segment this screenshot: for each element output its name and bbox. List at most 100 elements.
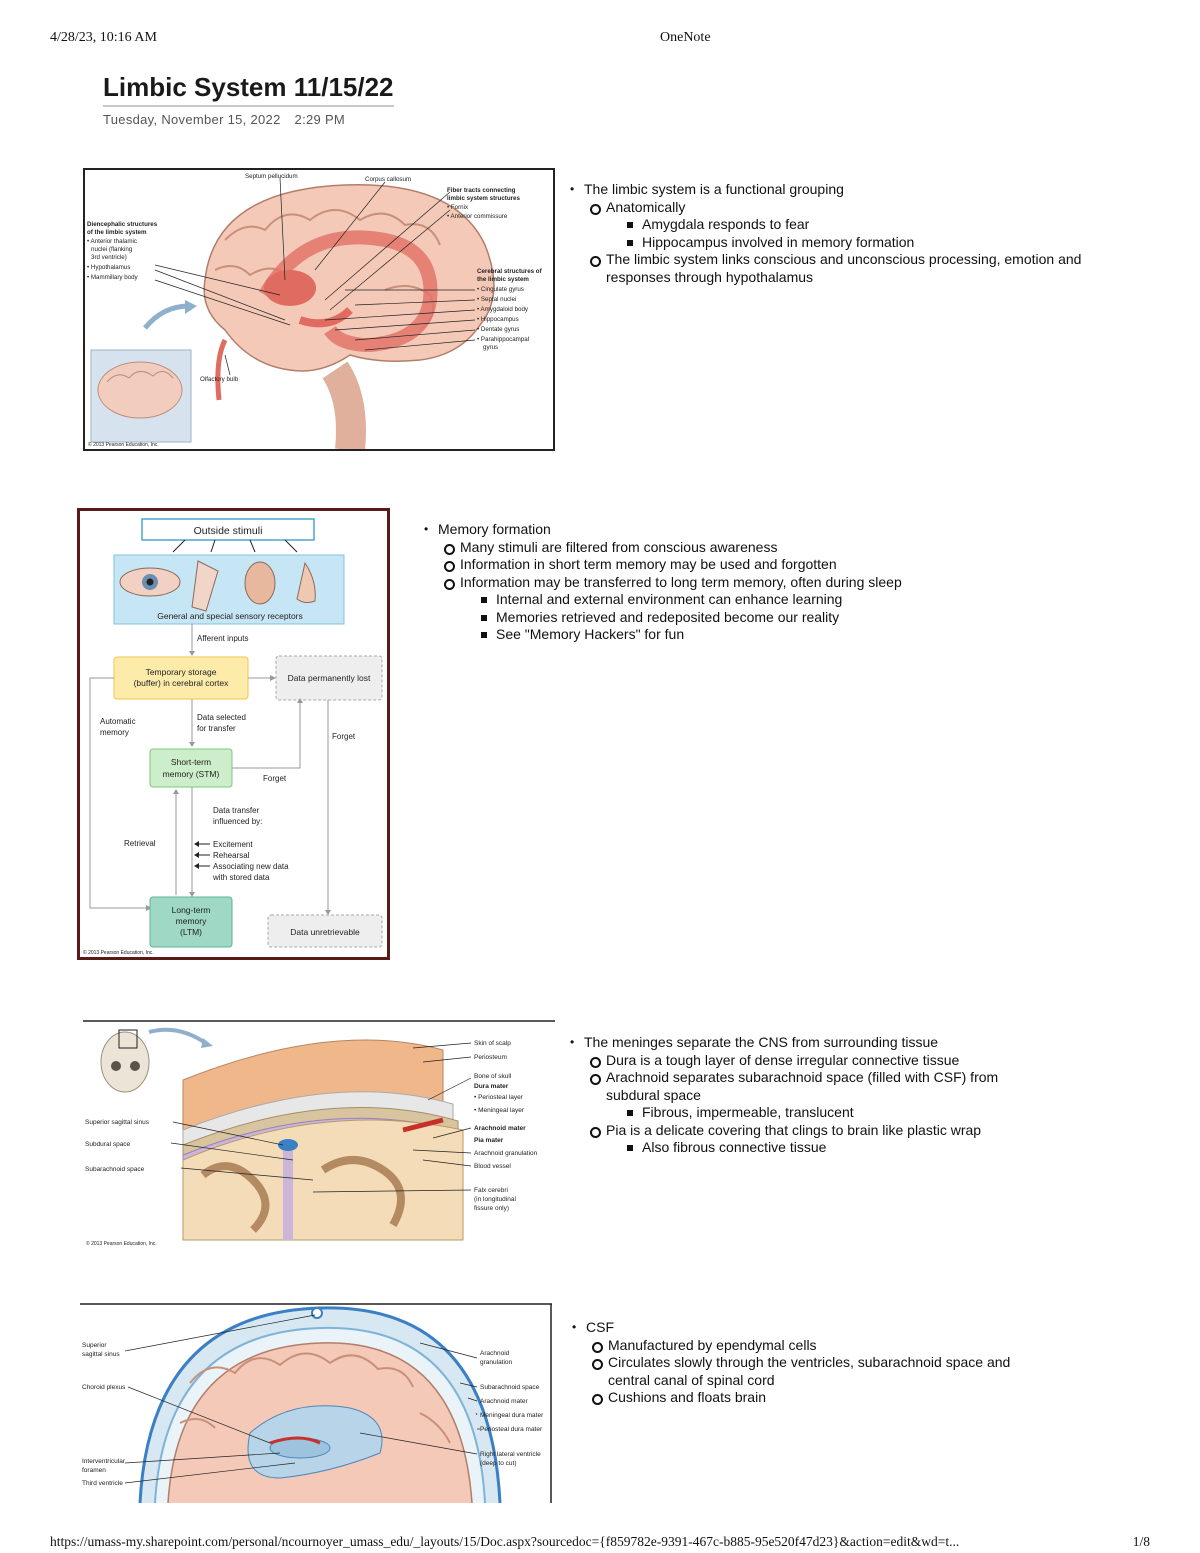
fc-factor: with stored data bbox=[212, 873, 270, 882]
fig3-label: • Periosteal layer bbox=[474, 1094, 524, 1101]
fc-retrieval: Retrieval bbox=[124, 839, 156, 848]
memory-processing-figure: Outside stimuli General and special sens… bbox=[77, 508, 390, 960]
page-title[interactable]: Limbic System 11/15/22 bbox=[103, 72, 394, 107]
fig3-copyright: © 2013 Pearson Education, Inc. bbox=[86, 1240, 157, 1247]
note-sub-bullet: Manufactured by ependymal cells bbox=[590, 1337, 1132, 1355]
note-sub-bullet: Information in short term memory may be … bbox=[442, 556, 1124, 574]
fig4-label: Arachnoid mater bbox=[480, 1398, 529, 1405]
fig4-label: (deep to cut) bbox=[480, 1460, 517, 1467]
fc-data-selected: Data selected bbox=[197, 713, 246, 722]
notes-csf[interactable]: CSF Manufactured by ependymal cells Circ… bbox=[572, 1319, 1132, 1407]
fig3-label: Arachnoid mater bbox=[474, 1125, 526, 1132]
note-bullet: CSF bbox=[572, 1319, 1132, 1337]
fig1-label: the limbic system bbox=[477, 276, 529, 283]
note-bullet: The meninges separate the CNS from surro… bbox=[570, 1034, 1130, 1052]
fig1-label: • Anterior commissure bbox=[447, 213, 508, 220]
fc-ltm: Long-term bbox=[172, 905, 211, 915]
note-sub-sub-bullet: Memories retrieved and redeposited becom… bbox=[478, 609, 1124, 627]
note-sub-sub-bullet: Amygdala responds to fear bbox=[624, 216, 1130, 234]
fig1-copyright: © 2013 Pearson Education, Inc. bbox=[88, 441, 159, 448]
fc-stm: Short-term bbox=[171, 757, 211, 767]
fc-receptors: General and special sensory receptors bbox=[157, 611, 303, 621]
fig1-label: • Hypothalamus bbox=[87, 264, 130, 271]
fig4-label: Arachnoid bbox=[480, 1350, 510, 1357]
fig3-label: Superior sagittal sinus bbox=[85, 1119, 150, 1126]
fc-afferent: Afferent inputs bbox=[197, 634, 248, 643]
fc-data-transfer: influenced by: bbox=[213, 817, 262, 826]
memory-flowchart: Outside stimuli General and special sens… bbox=[80, 511, 387, 957]
fig4-label: Third ventricle bbox=[82, 1480, 123, 1487]
fig1-label: • Amygdaloid body bbox=[477, 306, 529, 313]
fig1-label: Diencephalic structures bbox=[87, 221, 158, 228]
limbic-brain-illustration: Septum pellucidum Corpus callosum Fiber … bbox=[85, 170, 553, 449]
note-sub-bullet: Arachnoid separates subarachnoid space (… bbox=[588, 1069, 1028, 1104]
fig4-label: foramen bbox=[82, 1467, 106, 1474]
fig3-label: Skin of scalp bbox=[474, 1040, 511, 1047]
note-bullet: The limbic system is a functional groupi… bbox=[570, 181, 1130, 199]
csf-figure: Superior sagittal sinus Choroid plexus I… bbox=[80, 1303, 552, 1503]
meninges-figure: Skin of scalp Periosteum Bone of skull D… bbox=[83, 1020, 555, 1250]
meninges-illustration: Skin of scalp Periosteum Bone of skull D… bbox=[83, 1020, 555, 1250]
page-date-day: Tuesday, November 15, 2022 bbox=[103, 112, 281, 127]
page-date-time: 2:29 PM bbox=[294, 112, 346, 127]
fig1-label: 3rd ventricle) bbox=[91, 254, 127, 261]
fig3-label: Periosteum bbox=[474, 1054, 507, 1061]
fig1-label: Cerebral structures of bbox=[477, 268, 543, 275]
fig3-label: Subarachnoid space bbox=[85, 1166, 145, 1173]
fc-automatic-memory: Automatic bbox=[100, 717, 136, 726]
fig1-label: • Fornix bbox=[447, 204, 469, 211]
fig1-label: • Hippocampus bbox=[477, 316, 519, 323]
fig3-label: • Meningeal layer bbox=[474, 1107, 525, 1114]
fig1-label: • Mammillary body bbox=[87, 274, 139, 281]
fig1-label: gyrus bbox=[483, 344, 498, 351]
note-sub-bullet: Circulates slowly through the ventricles… bbox=[590, 1354, 1030, 1389]
csf-illustration: Superior sagittal sinus Choroid plexus I… bbox=[80, 1303, 552, 1503]
note-bullet: Memory formation bbox=[424, 521, 1124, 539]
page-url[interactable]: https://umass-my.sharepoint.com/personal… bbox=[50, 1534, 960, 1549]
fig4-label: Right lateral ventricle bbox=[480, 1451, 541, 1458]
fig1-label: Fiber tracts connecting bbox=[447, 187, 516, 194]
fig1-label: nuclei (flanking bbox=[91, 246, 133, 253]
notes-memory[interactable]: Memory formation Many stimuli are filter… bbox=[424, 521, 1124, 644]
note-sub-sub-bullet: Internal and external environment can en… bbox=[478, 591, 1124, 609]
print-app-name: OneNote bbox=[660, 30, 711, 45]
fc-temp-storage: Temporary storage bbox=[146, 667, 217, 677]
fig4-label: Superior bbox=[82, 1342, 107, 1349]
note-sub-sub-bullet: Fibrous, impermeable, translucent bbox=[624, 1104, 1130, 1122]
limbic-system-figure: Septum pellucidum Corpus callosum Fiber … bbox=[83, 168, 555, 451]
page-number: 1/8 bbox=[1132, 1534, 1150, 1549]
fc-data-transfer: Data transfer bbox=[213, 806, 260, 815]
fig1-label: Corpus callosum bbox=[365, 176, 411, 183]
fc-data-lost: Data permanently lost bbox=[288, 673, 371, 683]
fc-factor: Rehearsal bbox=[213, 851, 250, 860]
fig4-label: Subarachnoid space bbox=[480, 1384, 540, 1391]
note-sub-bullet: The limbic system links conscious and un… bbox=[588, 251, 1088, 286]
fig3-label: Dura mater bbox=[474, 1083, 509, 1090]
fig4-label: Periosteal dura mater bbox=[480, 1426, 543, 1433]
fc-factor: Excitement bbox=[213, 840, 253, 849]
fig1-label: Olfactory bulb bbox=[200, 376, 239, 383]
fig3-label: Subdural space bbox=[85, 1141, 131, 1148]
fig4-label: sagittal sinus bbox=[82, 1351, 120, 1358]
print-timestamp: 4/28/23, 10:16 AM bbox=[50, 30, 157, 45]
fig4-label: Interventricular bbox=[82, 1458, 126, 1465]
fc-ltm: memory bbox=[176, 916, 207, 926]
note-sub-sub-bullet: See "Memory Hackers" for fun bbox=[478, 626, 1124, 644]
fc-data-unretrievable: Data unretrievable bbox=[290, 927, 360, 937]
fc-ltm: (LTM) bbox=[180, 927, 202, 937]
note-sub-bullet: Many stimuli are filtered from conscious… bbox=[442, 539, 1124, 557]
page-date: Tuesday, November 15, 2022 2:29 PM bbox=[103, 112, 345, 127]
fc-factor: Associating new data bbox=[213, 862, 289, 871]
fig3-label: Blood vessel bbox=[474, 1163, 511, 1170]
fig3-label: Bone of skull bbox=[474, 1073, 512, 1080]
note-sub-bullet: Anatomically bbox=[588, 199, 1130, 217]
fc-outside-stimuli: Outside stimuli bbox=[194, 525, 263, 537]
fig1-label: • Dentate gyrus bbox=[477, 326, 519, 333]
fig2-copyright: © 2013 Pearson Education, Inc. bbox=[83, 949, 154, 956]
notes-meninges[interactable]: The meninges separate the CNS from surro… bbox=[570, 1034, 1130, 1157]
fc-forget: Forget bbox=[332, 732, 356, 741]
notes-limbic[interactable]: The limbic system is a functional groupi… bbox=[570, 181, 1130, 286]
note-sub-bullet: Dura is a tough layer of dense irregular… bbox=[588, 1052, 1130, 1070]
fig3-label: fissure only) bbox=[474, 1205, 509, 1212]
fc-automatic-memory: memory bbox=[100, 728, 129, 737]
